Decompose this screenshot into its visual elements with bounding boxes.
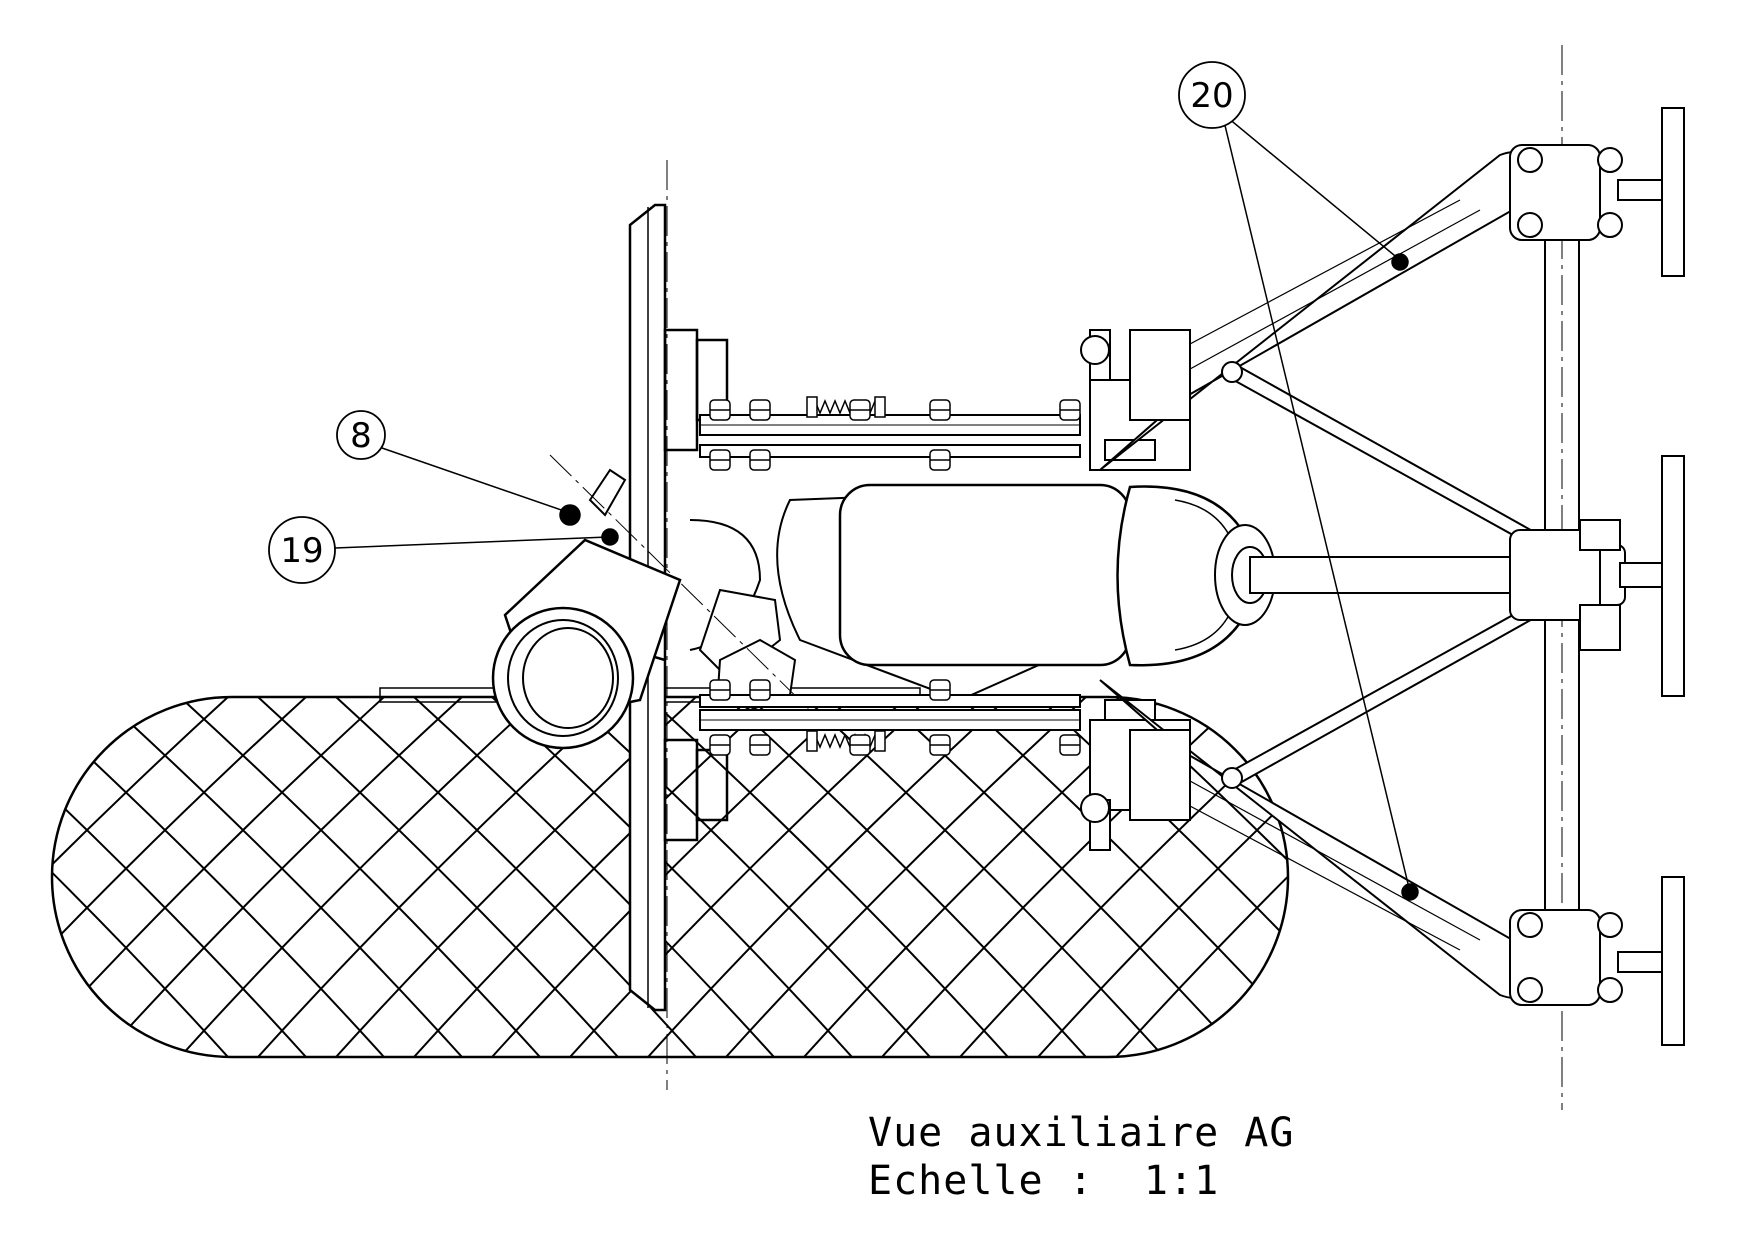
view-title: Vue auxiliaire AG <box>868 1110 1295 1156</box>
spring-lower <box>806 730 886 752</box>
link-bolts <box>709 399 1081 756</box>
rod-end-assembly <box>491 454 821 750</box>
balloon-19: 19 <box>268 516 336 584</box>
callouts <box>334 112 1419 901</box>
balloon-8: 8 <box>336 410 386 460</box>
hydraulic-cylinder <box>776 483 1626 702</box>
balloon-20-label: 20 <box>1190 76 1233 116</box>
lower-link <box>699 694 1191 851</box>
scale-label: Echelle : 1:1 <box>868 1158 1220 1204</box>
balloon-8-label: 8 <box>350 416 372 456</box>
arm-end-bolts <box>1080 335 1110 823</box>
balloon-20: 20 <box>1178 61 1246 129</box>
balloon-19-label: 19 <box>280 531 323 571</box>
foot-plates <box>1617 107 1685 1046</box>
vertical-post <box>1509 45 1623 1110</box>
